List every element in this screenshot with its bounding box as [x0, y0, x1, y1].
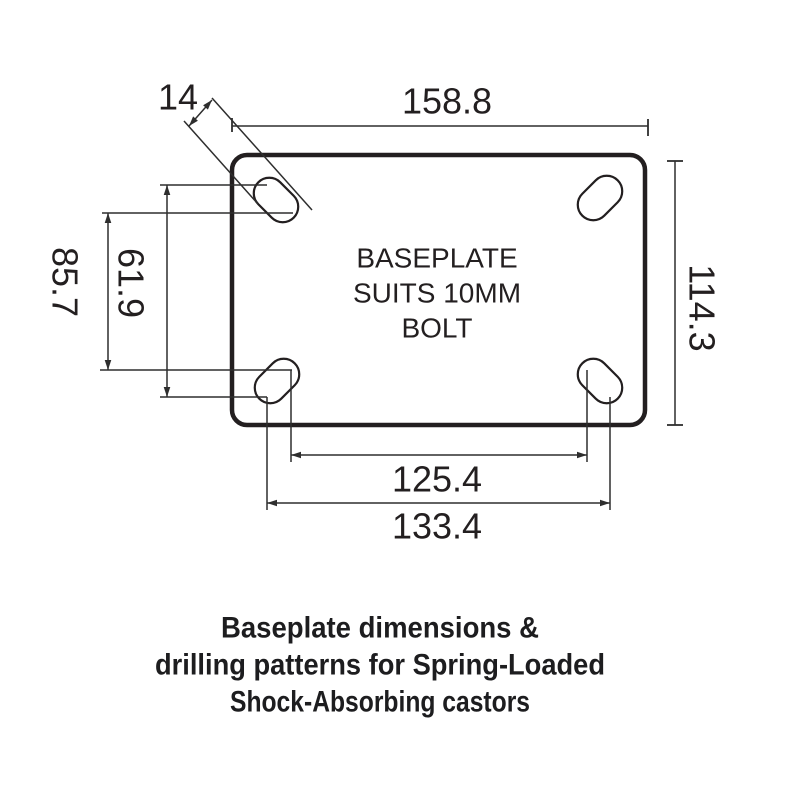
dim-left-inner-value: 61.9 [111, 248, 152, 318]
dim-right-height-value: 114.3 [682, 264, 723, 351]
dim-left-outer: 85.7 [45, 212, 293, 371]
slot-top-left [252, 176, 300, 224]
plate-label-line1: BASEPLATE [356, 243, 517, 274]
dim-left-outer-value: 85.7 [45, 247, 86, 317]
plate-label: BASEPLATE SUITS 10MM BOLT [353, 243, 521, 344]
dim-bottom-inner-value: 125.4 [392, 459, 482, 500]
dim-bottom-outer-value: 133.4 [392, 506, 482, 547]
dim-bottom-outer: 133.4 [266, 397, 611, 547]
dim-top-width: 158.8 [231, 81, 649, 136]
plate-outline [229, 152, 648, 428]
caption: Baseplate dimensions & drilling patterns… [155, 612, 605, 719]
dim-left-inner: 61.9 [111, 184, 267, 398]
dim-bottom-inner: 125.4 [290, 370, 588, 500]
plate-label-line2: SUITS 10MM [353, 278, 521, 309]
caption-line1: Baseplate dimensions & [221, 612, 539, 645]
slot-bottom-right [576, 357, 624, 405]
dim-right-height: 114.3 [667, 160, 723, 426]
slot-top-right [576, 174, 624, 222]
dim-slot-length-value: 14 [158, 77, 198, 118]
plate-label-line3: BOLT [401, 313, 472, 344]
dim-slot-length: 14 [158, 77, 313, 211]
caption-line3: Shock-Absorbing castors [230, 686, 530, 719]
dim-top-width-value: 158.8 [402, 81, 492, 122]
caption-line2: drilling patterns for Spring-Loaded [155, 649, 605, 682]
